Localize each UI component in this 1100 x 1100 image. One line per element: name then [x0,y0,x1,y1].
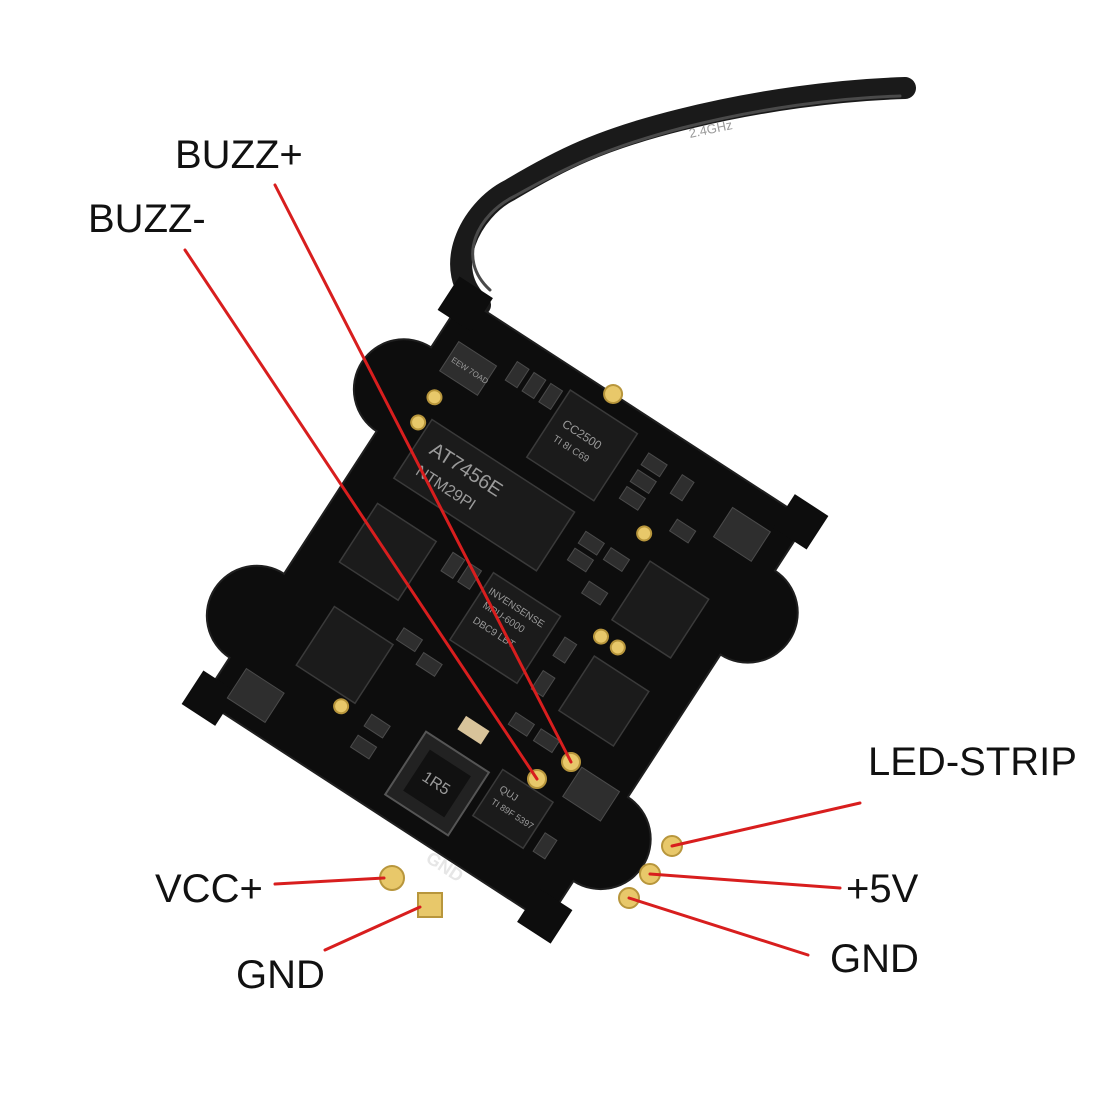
leader-gnd-left [323,905,422,952]
leader-buzz-plus [273,183,573,764]
rx-chip: CC2500 TI 8I C69 [525,389,639,502]
solder-pads [333,384,653,715]
pad-bottom-1 [333,698,350,715]
inductor: 1R5 [383,730,491,837]
leader-5v [648,872,842,890]
pad-gnd-left [417,892,443,918]
pad-antenna [603,384,624,405]
label-led-strip: LED-STRIP [868,740,1077,784]
imu-chip: INVENSENSE MPU-6000 DBC9 LBT [448,571,562,685]
mosfet-4 [562,766,621,822]
label-5v: +5V [846,867,919,911]
pcb-board: CC2500 TI 8I C69 AT7456E NTM29PI INVENSE… [181,276,829,944]
leader-vcc [273,876,386,886]
pad-mid-1 [593,628,610,645]
label-vcc-plus: VCC+ [155,867,263,911]
label-buzz-plus: BUZZ+ [175,133,303,177]
pad-mid-2 [609,639,626,656]
mosfet-1: EEW 7OAD [439,340,498,397]
pad-left-1 [426,389,443,406]
esc-chip-right [610,560,710,659]
callout-labels: BUZZ+ BUZZ- LED-STRIP VCC+ GND +5V GND [88,133,1077,997]
leader-lines [183,183,862,957]
label-buzz-minus: BUZZ- [88,197,206,241]
esc-chip-right-mid [557,655,650,748]
pad-mid-3 [636,525,653,542]
leader-led-strip [670,801,862,848]
label-gnd-left: GND [236,953,325,997]
leader-gnd-right [627,896,810,957]
esc-chip-left-top [338,502,438,602]
pad-left-2 [410,414,427,431]
label-gnd-right: GND [830,937,919,981]
mosfet-3 [226,667,285,724]
esc-chip-left-bottom [295,605,395,705]
regulator-chip: QUJ TI 89F 5397 [471,768,555,850]
mosfet-2 [712,506,772,562]
antenna: 2.4GHz [450,77,916,316]
leader-buzz-minus [183,248,539,781]
